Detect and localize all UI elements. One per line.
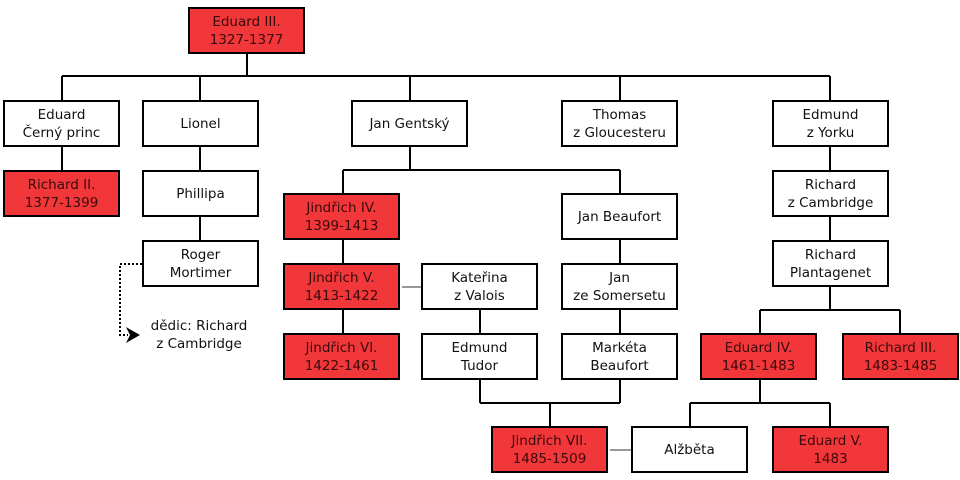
person-name-line: Richard II. <box>27 176 96 193</box>
person-box-lionel: Lionel <box>142 100 259 147</box>
person-name-line: Černý princ <box>22 124 101 141</box>
person-name-line: Eduard IV. <box>724 339 793 356</box>
person-name-line: Mortimer <box>169 264 232 281</box>
person-name-line: Jan Beaufort <box>577 208 662 225</box>
person-name-line: Richard <box>804 176 857 193</box>
arrow-head-icon <box>126 327 140 343</box>
person-name-line: Eduard <box>37 106 86 123</box>
person-name-line: 1483 <box>813 450 848 467</box>
person-box-richard2: Richard II.1377-1399 <box>3 170 120 217</box>
person-box-richard3: Richard III.1483-1485 <box>842 333 959 380</box>
person-name-line: Alžběta <box>664 441 715 458</box>
person-name-line: 1483-1485 <box>863 357 938 374</box>
person-name-line: Eduard V. <box>798 432 863 449</box>
person-name-line: 1485-1509 <box>512 450 587 467</box>
person-box-eduard5: Eduard V.1483 <box>772 426 889 473</box>
person-name-line: Richard <box>804 246 857 263</box>
person-box-jindrich5: Jindřich V.1413-1422 <box>283 263 400 310</box>
person-box-phillipa: Phillipa <box>142 170 259 217</box>
person-name-line: Eduard III. <box>212 13 281 30</box>
person-box-jindrich6: Jindřich VI.1422-1461 <box>283 333 400 380</box>
person-name-line: 1327-1377 <box>209 31 284 48</box>
person-name-line: z Yorku <box>806 124 855 141</box>
person-name-line: Beaufort <box>590 357 649 374</box>
person-name-line: Jan Gentský <box>369 115 450 132</box>
person-name-line: z Cambridge <box>787 194 874 211</box>
person-name-line: z Gloucesteru <box>573 124 666 141</box>
person-name-line: 1377-1399 <box>24 194 99 211</box>
person-name-line: Jindřich VI. <box>305 339 378 356</box>
person-name-line: Roger <box>180 246 221 263</box>
person-box-jindrich7: Jindřich VII.1485-1509 <box>491 426 608 473</box>
person-name-line: 1413-1422 <box>304 287 379 304</box>
person-name-line: Jindřich V. <box>308 269 375 286</box>
person-name-line: Jindřich VII. <box>511 432 588 449</box>
person-box-gentsky: Jan Gentský <box>351 100 468 147</box>
person-box-eduard4: Eduard IV.1461-1483 <box>700 333 817 380</box>
person-name-line: Lionel <box>180 115 221 132</box>
note-line-1: dědic: Richard <box>150 318 248 334</box>
person-box-alzbeta: Alžběta <box>631 426 748 473</box>
person-name-line: Thomas <box>592 106 647 123</box>
person-name-line: 1461-1483 <box>721 357 796 374</box>
person-name-line: Markéta <box>592 339 647 356</box>
heir-note: dědic: Richard z Cambridge <box>146 317 252 353</box>
person-name-line: Tudor <box>460 357 499 374</box>
person-box-eduard3: Eduard III.1327-1377 <box>188 7 305 54</box>
person-name-line: Edmund <box>451 339 508 356</box>
person-name-line: ze Somersetu <box>573 287 666 304</box>
person-box-beaufort: Jan Beaufort <box>561 193 678 240</box>
person-name-line: Phillipa <box>176 185 225 202</box>
person-name-line: Edmund <box>802 106 859 123</box>
heir-arrow-line <box>119 263 142 336</box>
person-name-line: 1422-1461 <box>304 357 379 374</box>
person-name-line: 1399-1413 <box>304 217 379 234</box>
person-box-jindrich4: Jindřich IV.1399-1413 <box>283 193 400 240</box>
note-line-2: z Cambridge <box>156 336 242 352</box>
person-name-line: Richard III. <box>864 339 937 356</box>
person-name-line: Plantagenet <box>789 264 872 281</box>
person-name-line: Jan <box>609 269 630 286</box>
person-name-line: z Valois <box>454 287 505 304</box>
person-name-line: Jindřich IV. <box>306 199 377 216</box>
person-name-line: Kateřina <box>451 269 508 286</box>
